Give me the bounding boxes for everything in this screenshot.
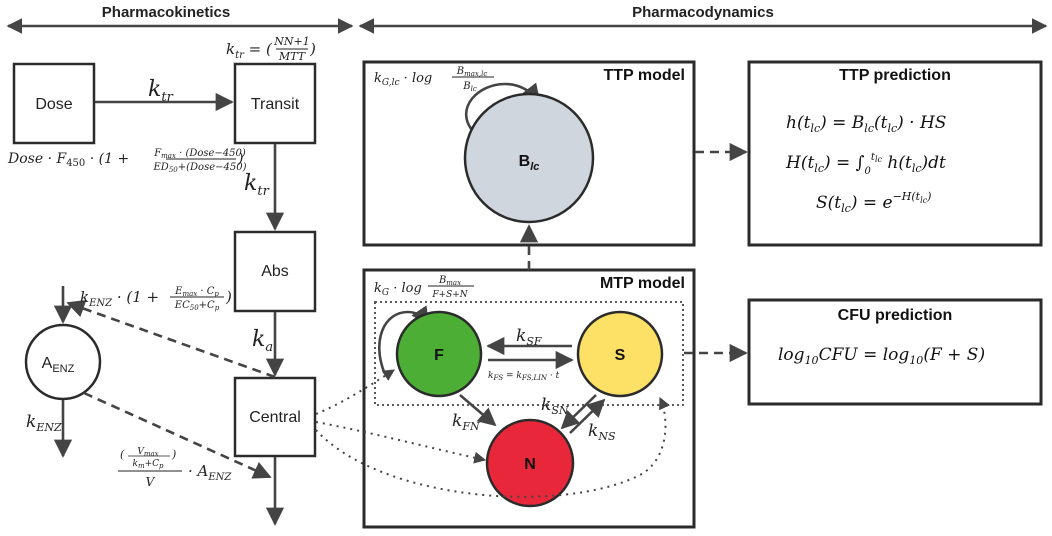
viable-bacteria-dotted-box [374, 301, 684, 406]
cfu-equation: log10CFU = log10(F + S) [778, 345, 985, 367]
n-to-s-arrow [569, 398, 606, 434]
dose-input-formula: Dose · F450 · (1 + Fmax · (Dose−450) ED5… [7, 148, 247, 174]
svg-text:(: ( [120, 448, 125, 461]
ttp-model-frame: TTP model kG,lc · log Bmax,lc Blc Blc [362, 60, 696, 247]
ka-label: ka [252, 327, 273, 355]
dose-label: Dose [35, 96, 72, 113]
ktr-label-top: ktr [148, 77, 174, 105]
central-label: Central [249, 409, 301, 426]
ttp-model-title: TTP model [604, 67, 686, 84]
svg-text:): ) [171, 448, 176, 461]
ktr-label-side: ktr [244, 171, 270, 199]
node-n-label: N [524, 456, 536, 473]
node-s [576, 310, 664, 398]
mtp-model-frame: MTP model kG · log Bmax F+S+N F S N kSF … [362, 268, 696, 529]
svg-text:· AENZ: · AENZ [188, 462, 232, 483]
blc-subscript: lc [530, 161, 539, 173]
enzyme-label: A [42, 355, 53, 372]
enzyme-node: AENZ [24, 323, 102, 401]
svg-text:ktr = (: ktr = ( [226, 40, 273, 61]
pk-header-label: Pharmacokinetics [102, 4, 230, 21]
transit-box: Transit [233, 62, 317, 145]
svg-text:EC50+Cp: EC50+Cp [174, 300, 220, 312]
transit-label: Transit [251, 96, 300, 113]
enzyme-to-elimination-dashed-arrow [83, 391, 272, 479]
svg-text:km+Cp: km+Cp [132, 459, 164, 470]
blc-label: B [519, 153, 531, 170]
abs-box: Abs [233, 230, 317, 313]
pk-header: Pharmacokinetics [6, 4, 354, 34]
svg-text:): ) [237, 151, 243, 167]
central-box: Central [233, 376, 317, 458]
node-f [395, 310, 483, 398]
svg-text:kG · log: kG · log [374, 281, 422, 298]
cfu-prediction-frame: CFU prediction log10CFU = log10(F + S) [747, 298, 1043, 406]
node-n [485, 418, 575, 508]
svg-text:): ) [225, 288, 232, 306]
node-f-label: F [434, 347, 444, 364]
svg-text:): ) [309, 40, 316, 58]
induction-dashed-arrow [66, 299, 276, 379]
kfs-label: kFS = kFS,LIN · t [488, 371, 560, 382]
svg-text:ED50+(Dose−450): ED50+(Dose−450) [153, 162, 247, 174]
blc-growth-loop-arrow [465, 82, 541, 131]
cfu-prediction-title: CFU prediction [838, 307, 953, 324]
svg-text:Emax · Cp: Emax · Cp [174, 286, 219, 298]
svg-text:Dose · F450 · (1 +: Dose · F450 · (1 + [7, 151, 129, 169]
mtp-model-title: MTP model [600, 275, 685, 292]
svg-text:NN+1: NN+1 [273, 35, 309, 48]
induction-formula: kENZ · (1 + Emax · Cp EC50+Cp ) [80, 286, 232, 312]
svg-text:kENZ · (1 +: kENZ · (1 + [80, 288, 159, 309]
kenz-label: kENZ [26, 412, 62, 434]
node-s-label: S [615, 347, 626, 364]
dose-box: Dose [12, 62, 96, 145]
ttp-prediction-frame: TTP prediction h(tlc) = Blc(tlc) · HS H(… [747, 60, 1043, 247]
pd-header: Pharmacodynamics [358, 4, 1048, 34]
f-to-n-arrow [459, 394, 497, 427]
blc-node [463, 92, 595, 224]
central-to-f-dotted-arrow [315, 369, 396, 415]
abs-label: Abs [261, 263, 289, 280]
ttp-eq-hazard: h(tlc) = Blc(tlc) · HS [786, 113, 946, 135]
ttp-prediction-title: TTP prediction [839, 67, 951, 84]
svg-text:Vmax: Vmax [137, 447, 158, 458]
enzyme-subscript: ENZ [52, 363, 74, 375]
svg-text:F+S+N: F+S+N [431, 290, 468, 300]
elimination-formula: ( Vmax km+Cp ) V · AENZ [118, 447, 232, 489]
svg-text:Fmax · (Dose−450): Fmax · (Dose−450) [153, 148, 246, 160]
svg-text:Blc: Blc [519, 153, 540, 173]
central-to-s-dotted-arrow [315, 396, 670, 498]
pd-header-label: Pharmacodynamics [632, 4, 774, 21]
svg-text:AENZ: AENZ [42, 355, 75, 375]
ktr-formula: ktr = ( NN+1 MTT ) [226, 35, 316, 63]
svg-text:V: V [146, 475, 156, 489]
svg-text:MTT: MTT [278, 50, 307, 63]
